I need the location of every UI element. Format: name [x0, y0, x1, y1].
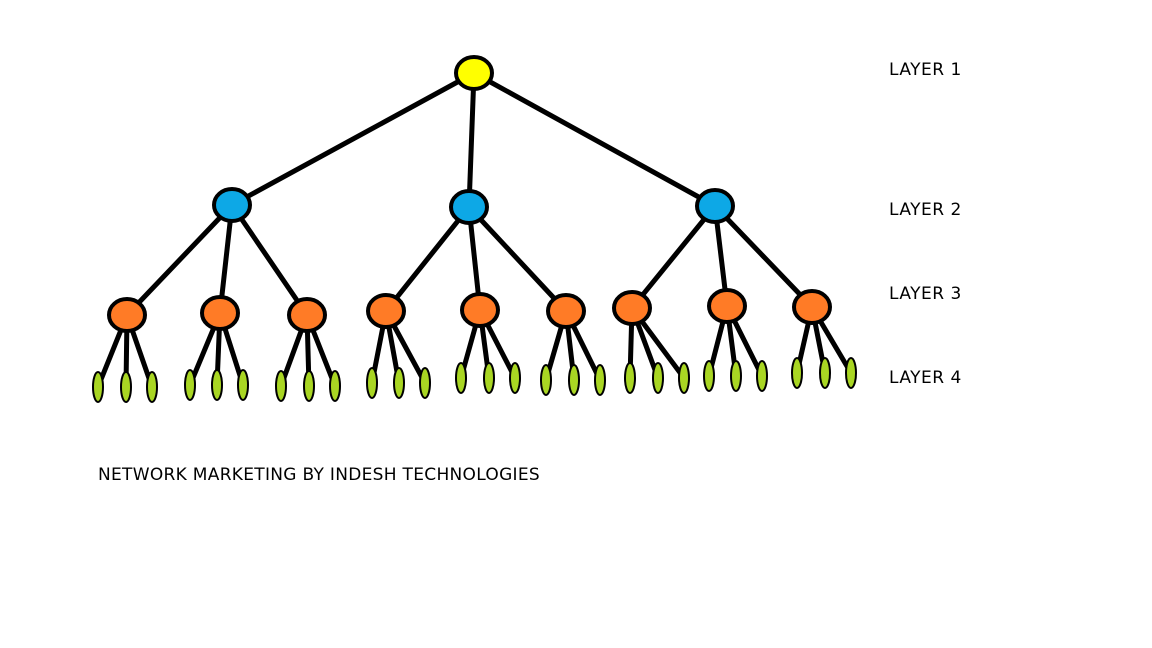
layer-4-node-6 — [237, 369, 249, 401]
edge-layer2-to-layer3-1 — [124, 202, 235, 318]
layer-4-node-8 — [303, 370, 315, 402]
layer-2-node-3 — [695, 188, 735, 224]
layer-3-node-9 — [792, 289, 832, 325]
layer-4-node-13 — [455, 362, 467, 394]
edge-layer2-to-layer3-3 — [229, 202, 310, 318]
layer-4-node-7 — [275, 370, 287, 402]
edge-layer2-to-layer3-4 — [383, 204, 472, 314]
layer-4-node-18 — [594, 364, 606, 396]
layer-1-label: LAYER 1 — [889, 60, 962, 80]
layer-4-node-23 — [730, 360, 742, 392]
tree-edges — [95, 70, 854, 390]
layer-4-node-12 — [419, 367, 431, 399]
layer-4-node-5 — [211, 369, 223, 401]
layer-4-node-11 — [393, 367, 405, 399]
layer-4-node-22 — [703, 360, 715, 392]
edge-layer2-to-layer3-6 — [466, 204, 569, 314]
layer-3-node-4 — [366, 293, 406, 329]
layer-3-node-5 — [460, 292, 500, 328]
layer-3-label: LAYER 3 — [889, 284, 962, 304]
layer-2-node-1 — [212, 187, 252, 223]
layer-4-node-16 — [540, 364, 552, 396]
layer-3-node-2 — [200, 295, 240, 331]
layer-4-node-19 — [624, 362, 636, 394]
layer-3-node-3 — [287, 297, 327, 333]
layer-2-label: LAYER 2 — [889, 200, 962, 220]
layer-3-node-1 — [107, 297, 147, 333]
edge-layer2-to-layer3-2 — [217, 202, 235, 316]
tree-nodes — [92, 55, 857, 403]
layer-4-node-26 — [819, 357, 831, 389]
layer-4-node-9 — [329, 370, 341, 402]
layer-1-node — [454, 55, 494, 91]
layer-4-node-17 — [568, 364, 580, 396]
layer-3-node-7 — [612, 290, 652, 326]
layer-4-label: LAYER 4 — [889, 368, 962, 388]
edge-root-to-layer2-3 — [471, 70, 718, 209]
layer-4-node-24 — [756, 360, 768, 392]
layer-4-node-21 — [678, 362, 690, 394]
edge-root-to-layer2-2 — [466, 70, 477, 210]
layer-4-node-10 — [366, 367, 378, 399]
layer-4-node-20 — [652, 362, 664, 394]
layer-2-node-2 — [449, 189, 489, 225]
layer-4-node-27 — [845, 357, 857, 389]
layer-4-node-14 — [483, 362, 495, 394]
layer-4-node-4 — [184, 369, 196, 401]
layer-4-node-25 — [791, 357, 803, 389]
layer-3-node-8 — [707, 288, 747, 324]
edge-root-to-layer2-1 — [229, 70, 477, 208]
layer-4-node-2 — [120, 371, 132, 403]
diagram-caption: NETWORK MARKETING BY INDESH TECHNOLOGIES — [98, 465, 540, 485]
layer-4-node-15 — [509, 362, 521, 394]
layer-4-node-1 — [92, 371, 104, 403]
edge-layer2-to-layer3-9 — [712, 203, 815, 310]
layer-3-node-6 — [546, 293, 586, 329]
edge-layer2-to-layer3-7 — [629, 203, 718, 311]
layer-4-node-3 — [146, 371, 158, 403]
